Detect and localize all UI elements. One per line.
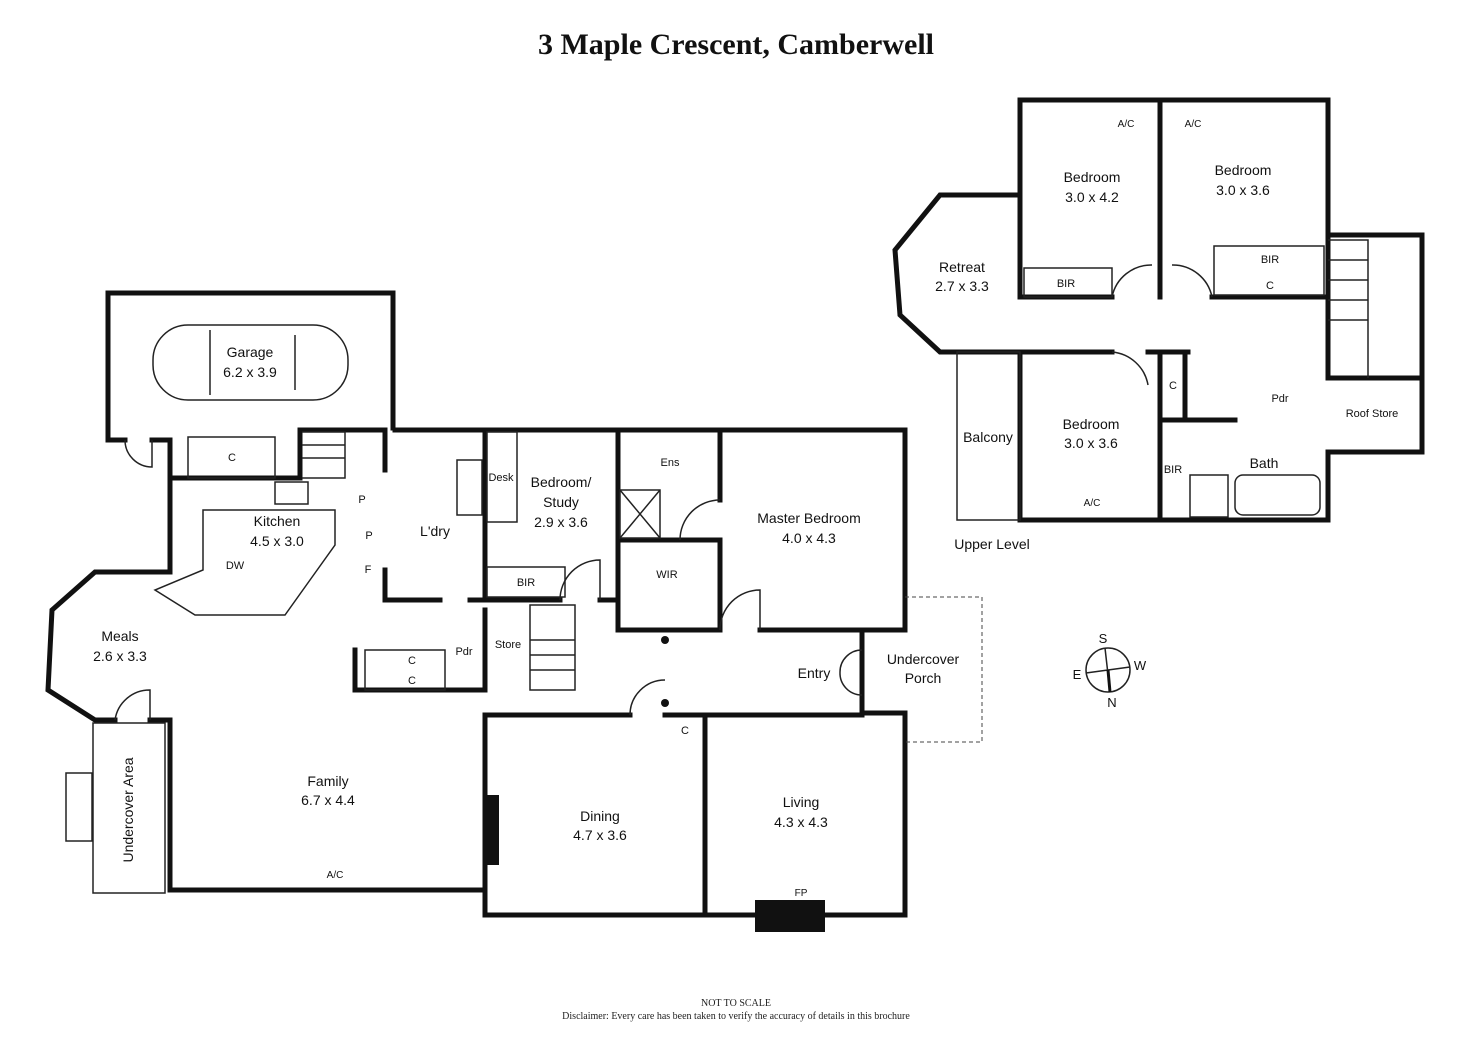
- laundry-tubs: [456, 459, 483, 516]
- ground-family-size-label: 6.7 x 4.4: [301, 792, 355, 808]
- ground-study-size-label: 2.9 x 3.6: [534, 514, 588, 530]
- upper-powder-label: Pdr: [1271, 393, 1288, 405]
- ground-family-name-label: Family: [307, 773, 348, 789]
- desk: [486, 431, 518, 523]
- garage-cupboard: [187, 436, 276, 479]
- upper-c1-label: C: [1266, 280, 1274, 292]
- upper-bed2-name-label: Bedroom: [1215, 162, 1272, 178]
- ground-master-size-label: 4.0 x 4.3: [782, 530, 836, 546]
- balcony-outline: [956, 351, 1021, 521]
- ground-meals-size-label: 2.6 x 3.3: [93, 648, 147, 664]
- upper-ac1-label: A/C: [1118, 119, 1135, 130]
- upper-bir1-label: BIR: [1057, 278, 1075, 290]
- upper-roof-store-label: Roof Store: [1346, 408, 1399, 420]
- plan-title: 3 Maple Crescent, Camberwell: [537, 28, 934, 61]
- ground-living-size-label: 4.3 x 4.3: [774, 814, 828, 830]
- upper-shower: [1189, 474, 1229, 518]
- ground-fireplace-label: FP: [795, 888, 808, 899]
- ground-garage-size-label: 6.2 x 3.9: [223, 364, 277, 380]
- shower-icon: [619, 489, 661, 539]
- kitchen-label: Kitchen: [254, 513, 301, 529]
- upper-floor-walls: [892, 97, 1425, 523]
- ground-porch-name1-label: Undercover: [887, 651, 960, 667]
- ground-store-label: Store: [495, 639, 521, 651]
- compass-n-label: N: [1107, 695, 1116, 710]
- upper-bed1-size-label: 3.0 x 4.2: [1065, 189, 1119, 205]
- upper-bed3-name-label: Bedroom: [1063, 416, 1120, 432]
- not-to-scale: NOT TO SCALE: [700, 998, 771, 1009]
- upper-bed3-size-label: 3.0 x 3.6: [1064, 435, 1118, 451]
- ground-undercover-area-label: Undercover Area: [120, 757, 136, 862]
- ground-dining-name-label: Dining: [580, 808, 620, 824]
- upper-bir2-label: BIR: [1261, 254, 1279, 266]
- ground-dishwasher-label: DW: [226, 560, 245, 572]
- ground-hall-cupboard-label: C: [681, 725, 689, 737]
- upper-ac3-label: A/C: [1084, 498, 1101, 509]
- upper-level-label: Upper Level: [954, 536, 1030, 552]
- kitchen-bench: [153, 509, 336, 616]
- ground-wir-label: WIR: [656, 569, 677, 581]
- ground-dining-size-label: 4.7 x 3.6: [573, 827, 627, 843]
- bir-robe: [1023, 267, 1113, 298]
- ground-garage-cupboard-label: C: [228, 452, 236, 464]
- upper-bed2-size-label: 3.0 x 3.6: [1216, 182, 1270, 198]
- upper-c2-label: C: [1169, 380, 1177, 392]
- ground-kitchen-size-label: 4.5 x 3.0: [250, 533, 304, 549]
- ground-pantry2-label: P: [365, 530, 372, 542]
- linen-cupboards: [364, 649, 446, 691]
- upper-retreat-name-label: Retreat: [939, 259, 985, 275]
- ground-floor-details: [65, 324, 983, 932]
- upper-balcony-label: Balcony: [963, 429, 1013, 445]
- ground-floor-walls: [45, 290, 908, 918]
- upper-bir3-label: BIR: [1164, 464, 1182, 476]
- ground-master-name-label: Master Bedroom: [757, 510, 860, 526]
- ground-entry-label: Entry: [798, 665, 831, 681]
- ground-family-ac-label: A/C: [327, 870, 344, 881]
- compass-w-label: W: [1134, 658, 1147, 673]
- compass-e-label: E: [1073, 667, 1082, 682]
- study-robe: [486, 566, 566, 598]
- dining-fireplace: [487, 795, 499, 865]
- upper-bed1-name-label: Bedroom: [1064, 169, 1121, 185]
- upper-ac2-label: A/C: [1185, 119, 1202, 130]
- bathtub-icon: [1234, 474, 1321, 516]
- compass-icon: S W E N: [1073, 631, 1147, 710]
- ground-fridge-label: F: [365, 564, 372, 576]
- cooktop-icon: [274, 481, 309, 505]
- disclaimer: Disclaimer: Every care has been taken to…: [562, 1011, 910, 1022]
- ground-powder-label: Pdr: [455, 646, 472, 658]
- ground-porch-name2-label: Porch: [905, 670, 942, 686]
- ground-study-bir-label: BIR: [517, 577, 535, 589]
- undercover-area-outline: [92, 722, 166, 894]
- stairs-icon: [529, 604, 576, 691]
- upper-retreat-size-label: 2.7 x 3.3: [935, 278, 989, 294]
- car-icon: [152, 324, 349, 401]
- ground-study-name1-label: Bedroom/: [531, 474, 592, 490]
- ground-study-name2-label: Study: [543, 494, 579, 510]
- compass-s-label: S: [1099, 631, 1108, 646]
- ground-meals-name-label: Meals: [101, 628, 138, 644]
- bir-c-robe: [1213, 245, 1325, 296]
- upper-labels: Bedroom 3.0 x 4.2 Bedroom 3.0 x 3.6 A/C …: [935, 119, 1398, 552]
- ground-linen2-label: C: [408, 675, 416, 687]
- ground-desk-label: Desk: [488, 472, 514, 484]
- ground-laundry-label: L'dry: [420, 523, 450, 539]
- ground-labels: Garage 6.2 x 3.9 C Kitchen 4.5 x 3.0 P P…: [93, 344, 959, 899]
- garage-stairs: [302, 431, 346, 479]
- ground-ensuite-label: Ens: [661, 457, 680, 469]
- upper-bath-label: Bath: [1250, 455, 1279, 471]
- ground-living-name-label: Living: [783, 794, 820, 810]
- ground-pantry1-label: P: [358, 494, 365, 506]
- garage-label: Garage: [227, 344, 274, 360]
- fireplace: [755, 900, 825, 932]
- steps: [65, 772, 93, 842]
- ground-linen1-label: C: [408, 655, 416, 667]
